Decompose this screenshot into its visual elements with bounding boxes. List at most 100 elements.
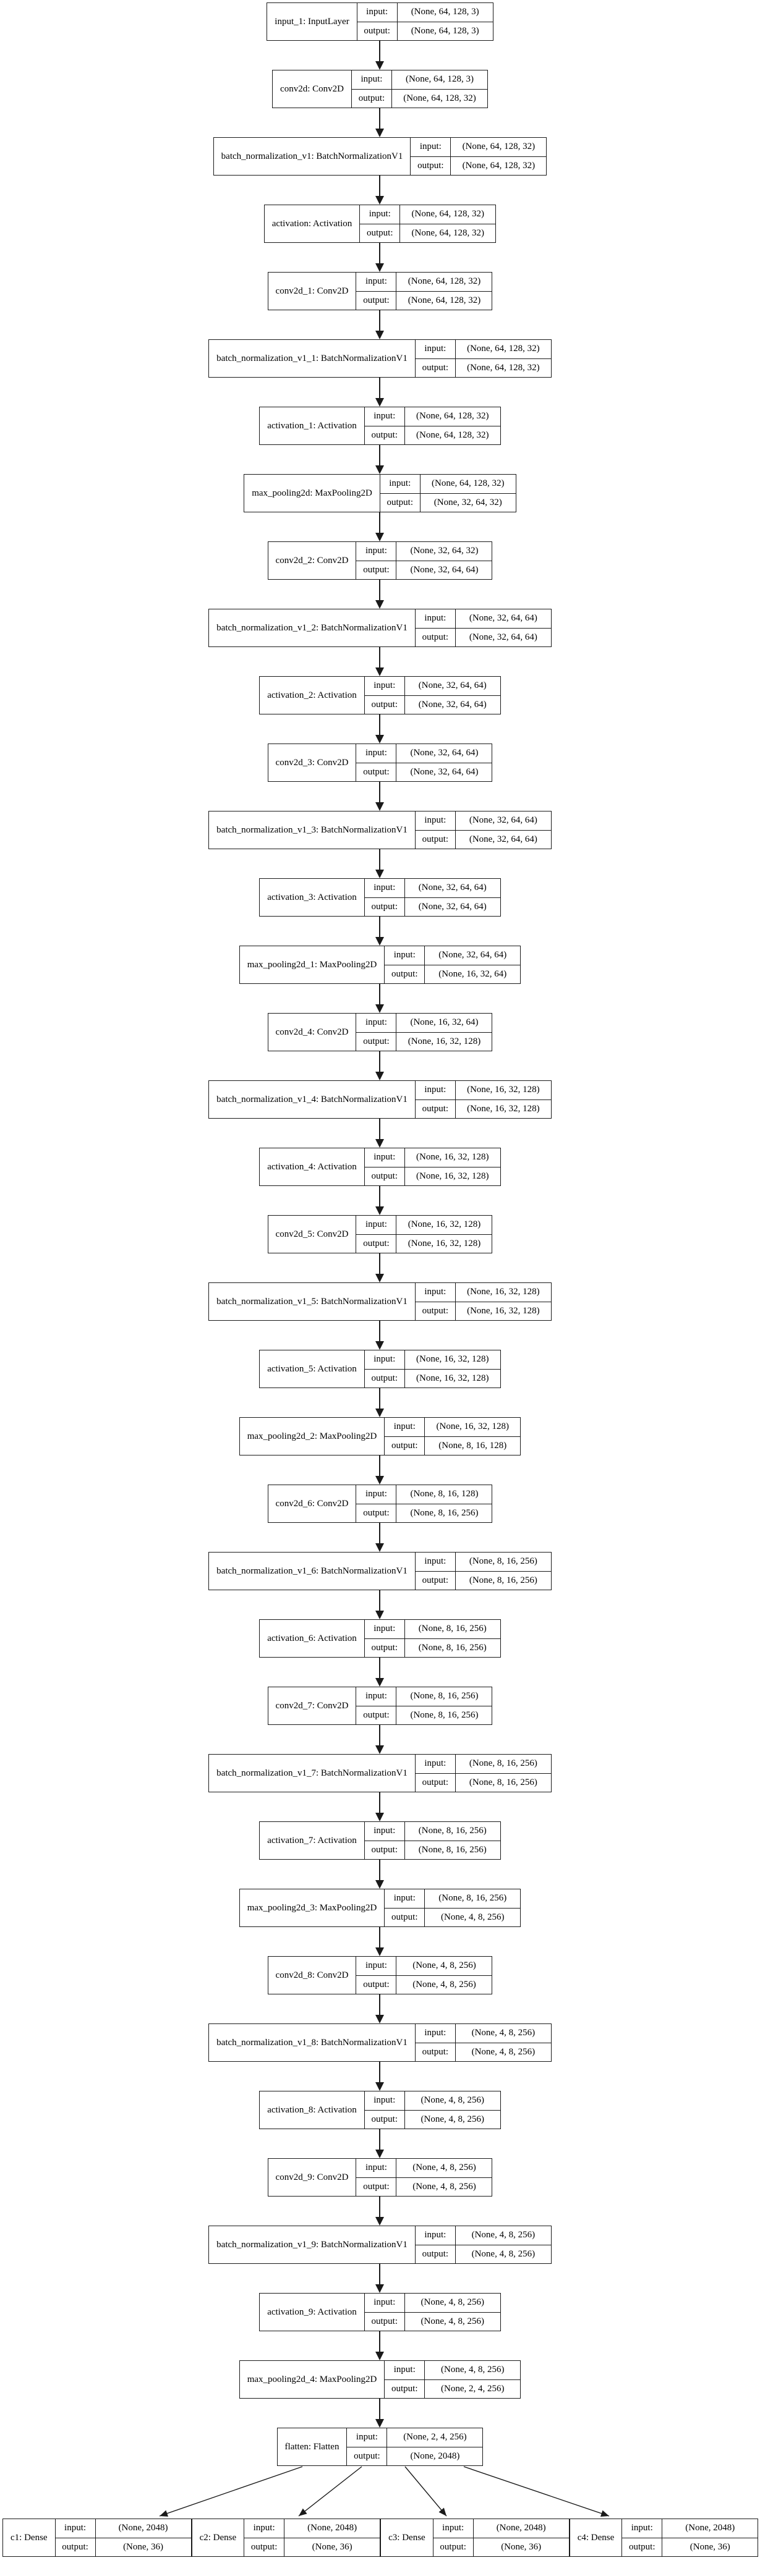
layer-node-conv2d: conv2d: Conv2D input: (None, 64, 128, 3)… bbox=[272, 70, 488, 108]
input-key-label: input: bbox=[360, 205, 401, 224]
edge-line bbox=[379, 512, 381, 533]
output-shape-value: (None, 8, 16, 256) bbox=[410, 1710, 479, 1720]
layer-node-batch_normalization_v1_4: batch_normalization_v1_4: BatchNormaliza… bbox=[208, 1080, 552, 1119]
output-shape-value: (None, 36) bbox=[501, 2541, 542, 2552]
layer-io-table: input: (None, 32, 64, 64) output: (None,… bbox=[364, 677, 500, 714]
layer-name-label: activation_1: Activation bbox=[260, 407, 365, 444]
layer-io-table: input: (None, 4, 8, 256) output: (None, … bbox=[356, 1957, 492, 1994]
arrowhead-icon bbox=[375, 1678, 385, 1687]
io-input-row: input: (None, 32, 64, 64) bbox=[416, 609, 551, 628]
output-key-label: output: bbox=[365, 695, 405, 714]
layer-io-table: input: (None, 64, 128, 3) output: (None,… bbox=[357, 3, 493, 40]
layer-node-batch_normalization_v1: batch_normalization_v1: BatchNormalizati… bbox=[213, 137, 547, 176]
io-output-row: output: (None, 32, 64, 64) bbox=[364, 897, 500, 916]
io-output-row: output: (None, 4, 8, 256) bbox=[364, 2109, 500, 2129]
edge-connector bbox=[375, 310, 385, 339]
edge-line bbox=[379, 176, 381, 196]
layer-name-label: max_pooling2d_4: MaxPooling2D bbox=[240, 2361, 385, 2398]
edge-line bbox=[379, 917, 381, 937]
input-shape-value: (None, 64, 128, 32) bbox=[408, 276, 481, 287]
output-key-label: output: bbox=[416, 1571, 456, 1590]
layer-io-table: input: (None, 16, 32, 128) output: (None… bbox=[385, 1418, 521, 1455]
edge-line bbox=[379, 1590, 381, 1611]
output-shape-value: (None, 8, 16, 256) bbox=[418, 1642, 487, 1653]
layer-name-label: batch_normalization_v1_5: BatchNormaliza… bbox=[209, 1283, 416, 1320]
output-shape-value: (None, 16, 32, 128) bbox=[467, 1103, 540, 1114]
output-shape-value: (None, 4, 8, 256) bbox=[471, 2248, 536, 2259]
io-output-row: output: (None, 16, 32, 128) bbox=[415, 1099, 551, 1118]
edge-line bbox=[379, 1860, 381, 1880]
input-key-label: input: bbox=[416, 811, 456, 830]
layer-io-table: input: (None, 64, 128, 3) output: (None,… bbox=[351, 70, 487, 108]
layer-name-label: flatten: Flatten bbox=[278, 2428, 348, 2465]
output-shape-value: (None, 2, 4, 256) bbox=[441, 2383, 505, 2394]
layer-name-label: conv2d_2: Conv2D bbox=[268, 542, 357, 579]
edge-flatten-c3 bbox=[404, 2466, 447, 2517]
arrowhead-icon bbox=[375, 1947, 385, 1956]
layer-node-activation_9: activation_9: Activation input: (None, 4… bbox=[259, 2293, 501, 2331]
io-output-row: output: (None, 8, 16, 256) bbox=[364, 1840, 500, 1859]
layer-name-label: conv2d_7: Conv2D bbox=[268, 1687, 357, 1724]
output-key-label: output: bbox=[433, 2538, 474, 2556]
edge-connector bbox=[375, 2331, 385, 2360]
io-output-row: output: (None, 4, 8, 256) bbox=[415, 2042, 551, 2061]
input-key-label: input: bbox=[411, 138, 451, 156]
edge-line bbox=[379, 378, 381, 398]
io-output-row: output: (None, 32, 64, 64) bbox=[356, 560, 492, 579]
io-input-row: input: (None, 64, 128, 32) bbox=[360, 205, 495, 224]
layer-node-max_pooling2d_3: max_pooling2d_3: MaxPooling2D input: (No… bbox=[239, 1889, 521, 1927]
io-output-row: output: (None, 16, 32, 128) bbox=[415, 1301, 551, 1320]
layer-node-conv2d_7: conv2d_7: Conv2D input: (None, 8, 16, 25… bbox=[267, 1687, 493, 1725]
input-key-label: input: bbox=[365, 1148, 405, 1167]
edge-connector bbox=[375, 714, 385, 744]
io-input-row: input: (None, 64, 128, 32) bbox=[380, 475, 516, 493]
io-input-row: input: (None, 8, 16, 256) bbox=[356, 1687, 492, 1706]
layer-io-table: input: (None, 32, 64, 32) output: (None,… bbox=[356, 542, 492, 579]
edge-connector bbox=[375, 243, 385, 272]
input-shape-value: (None, 64, 128, 32) bbox=[462, 142, 536, 152]
io-output-row: output: (None, 36) bbox=[55, 2537, 191, 2556]
io-output-row: output: (None, 32, 64, 64) bbox=[415, 829, 551, 849]
edge-connector bbox=[375, 1119, 385, 1148]
edge-flatten-c1 bbox=[159, 2466, 303, 2517]
arrowhead-icon bbox=[375, 1543, 385, 1552]
io-output-row: output: (None, 16, 32, 128) bbox=[364, 1368, 500, 1388]
layer-node-c4: c4: Dense input: (None, 2048) output: (N… bbox=[569, 2519, 759, 2557]
io-output-row: output: (None, 64, 128, 32) bbox=[360, 223, 496, 242]
io-output-row: output: (None, 64, 128, 32) bbox=[356, 290, 492, 310]
edge-connector bbox=[375, 378, 385, 407]
output-key-label: output: bbox=[416, 2245, 456, 2263]
layer-io-table: input: (None, 32, 64, 64) output: (None,… bbox=[356, 744, 492, 781]
io-input-row: input: (None, 2, 4, 256) bbox=[347, 2428, 482, 2447]
edge-line bbox=[379, 2197, 381, 2217]
output-shape-value: (None, 4, 8, 256) bbox=[471, 2046, 536, 2057]
input-key-label: input: bbox=[380, 475, 421, 493]
output-key-label: output: bbox=[365, 2110, 405, 2129]
layer-name-label: conv2d: Conv2D bbox=[273, 70, 352, 108]
edge-connector bbox=[375, 2062, 385, 2091]
input-shape-value: (None, 16, 32, 128) bbox=[408, 1219, 481, 1230]
edge-connector bbox=[375, 41, 385, 70]
layer-node-conv2d_4: conv2d_4: Conv2D input: (None, 16, 32, 6… bbox=[267, 1013, 493, 1051]
input-key-label: input: bbox=[416, 1081, 456, 1099]
io-output-row: output: (None, 36) bbox=[433, 2537, 569, 2556]
output-key-label: output: bbox=[56, 2538, 96, 2556]
edge-line bbox=[379, 1725, 381, 1745]
edge-connector bbox=[375, 2399, 385, 2428]
output-shape-value: (None, 64, 128, 32) bbox=[416, 430, 489, 440]
io-output-row: output: (None, 8, 16, 128) bbox=[385, 1436, 521, 1455]
io-input-row: input: (None, 8, 16, 256) bbox=[365, 1620, 500, 1638]
layer-name-label: activation_2: Activation bbox=[260, 677, 365, 714]
input-key-label: input: bbox=[416, 2226, 456, 2245]
io-output-row: output: (None, 36) bbox=[244, 2537, 380, 2556]
layer-name-label: activation_8: Activation bbox=[260, 2091, 365, 2129]
output-key-label: output: bbox=[365, 1638, 405, 1657]
arrowhead-icon bbox=[375, 870, 385, 878]
arrowhead-icon bbox=[375, 2284, 385, 2293]
input-key-label: input: bbox=[56, 2519, 96, 2538]
io-input-row: input: (None, 32, 64, 64) bbox=[365, 677, 500, 695]
layer-io-table: input: (None, 64, 128, 32) output: (None… bbox=[380, 475, 516, 512]
layer-io-table: input: (None, 64, 128, 32) output: (None… bbox=[411, 138, 547, 175]
edge-connector bbox=[375, 849, 385, 878]
